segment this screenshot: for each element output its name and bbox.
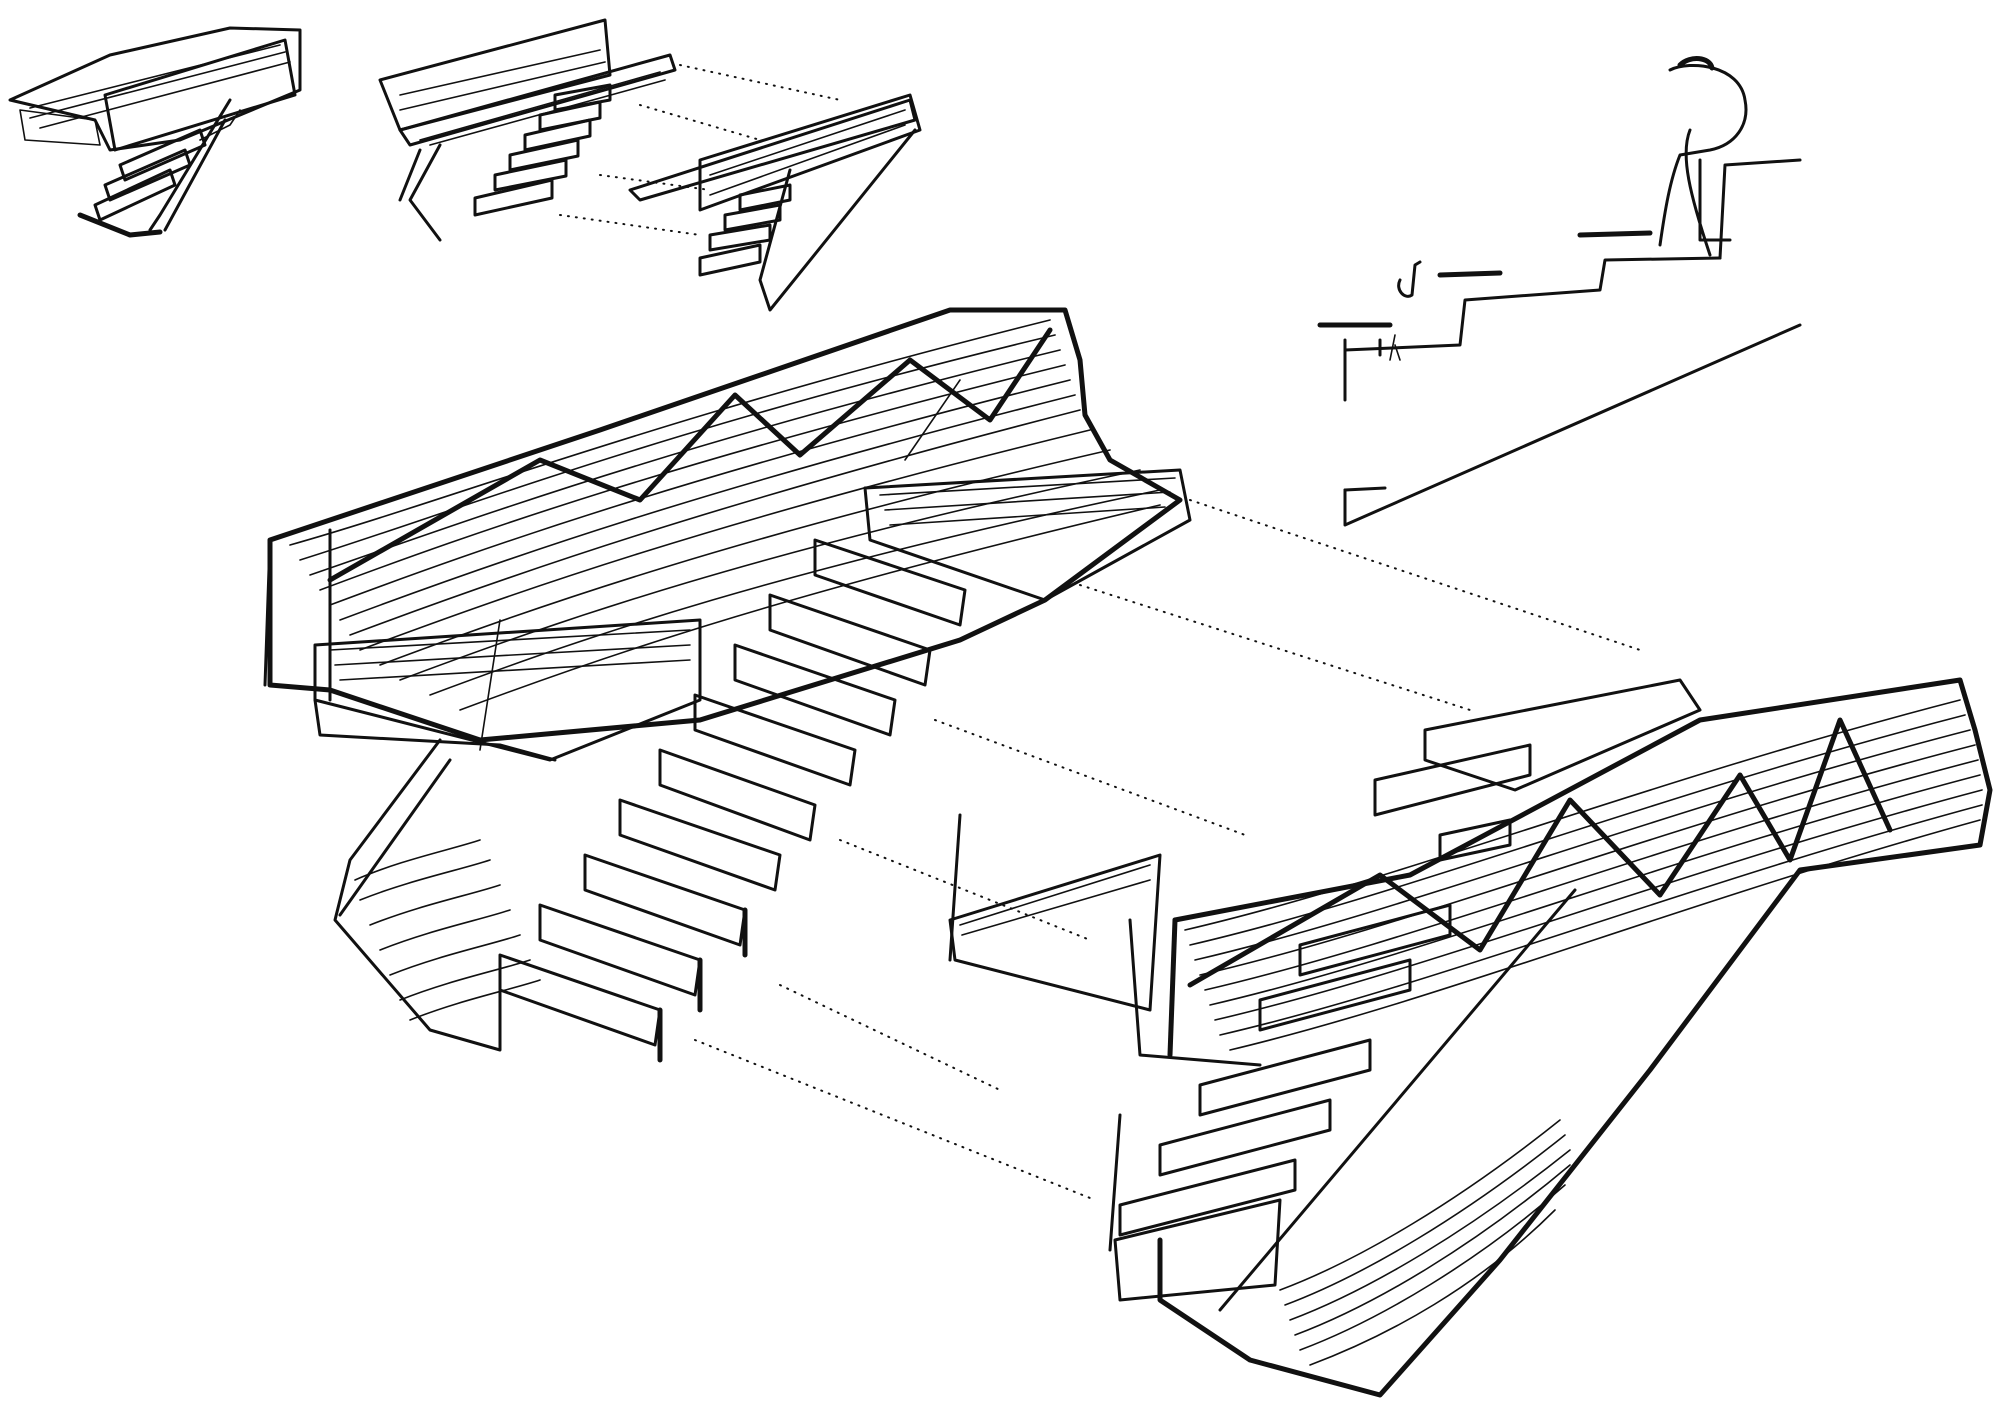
step-profile-with-figure xyxy=(1317,56,1802,527)
large-exploded-stair-lower xyxy=(948,677,1993,1398)
small-perspective-stair-1 xyxy=(8,26,302,238)
small-exploded-stair-2 xyxy=(378,18,922,312)
projection-lines xyxy=(694,499,1641,1201)
large-exploded-stair-upper xyxy=(263,307,1192,1063)
